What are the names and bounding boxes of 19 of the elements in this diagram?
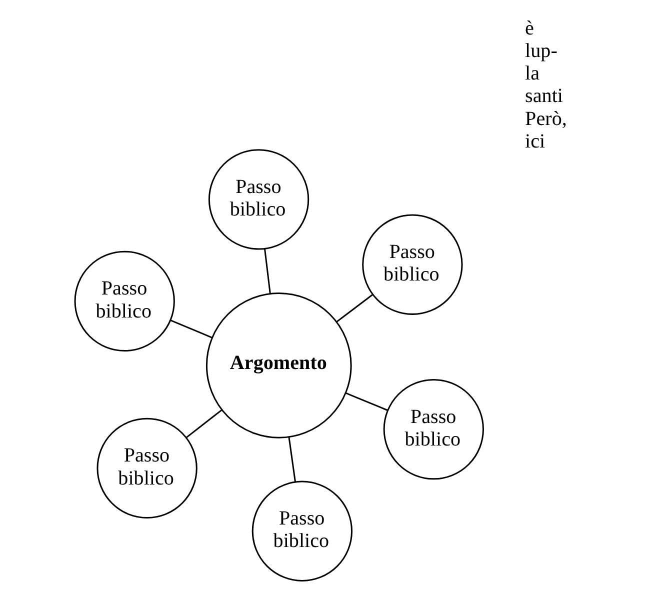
label: la xyxy=(524,62,540,85)
label: è xyxy=(524,17,534,40)
node-circle: Passo biblico xyxy=(96,418,197,519)
connector xyxy=(185,409,222,438)
label: santi xyxy=(524,85,562,108)
connector xyxy=(336,294,373,322)
node-circle: Argomento xyxy=(205,292,352,438)
node-circle: Passo biblico xyxy=(382,378,484,480)
node-circle: Passo biblico xyxy=(208,149,309,250)
connector xyxy=(264,248,270,294)
connector xyxy=(345,392,388,411)
node-circle: Passo biblico xyxy=(74,250,174,352)
label: Però, xyxy=(524,108,566,130)
node-circle: Passo biblico xyxy=(251,480,352,582)
connector xyxy=(288,437,296,482)
connector xyxy=(170,320,212,338)
label: lup- xyxy=(524,40,557,62)
node-circle: Passo biblico xyxy=(362,214,462,315)
label: ici xyxy=(524,130,545,152)
